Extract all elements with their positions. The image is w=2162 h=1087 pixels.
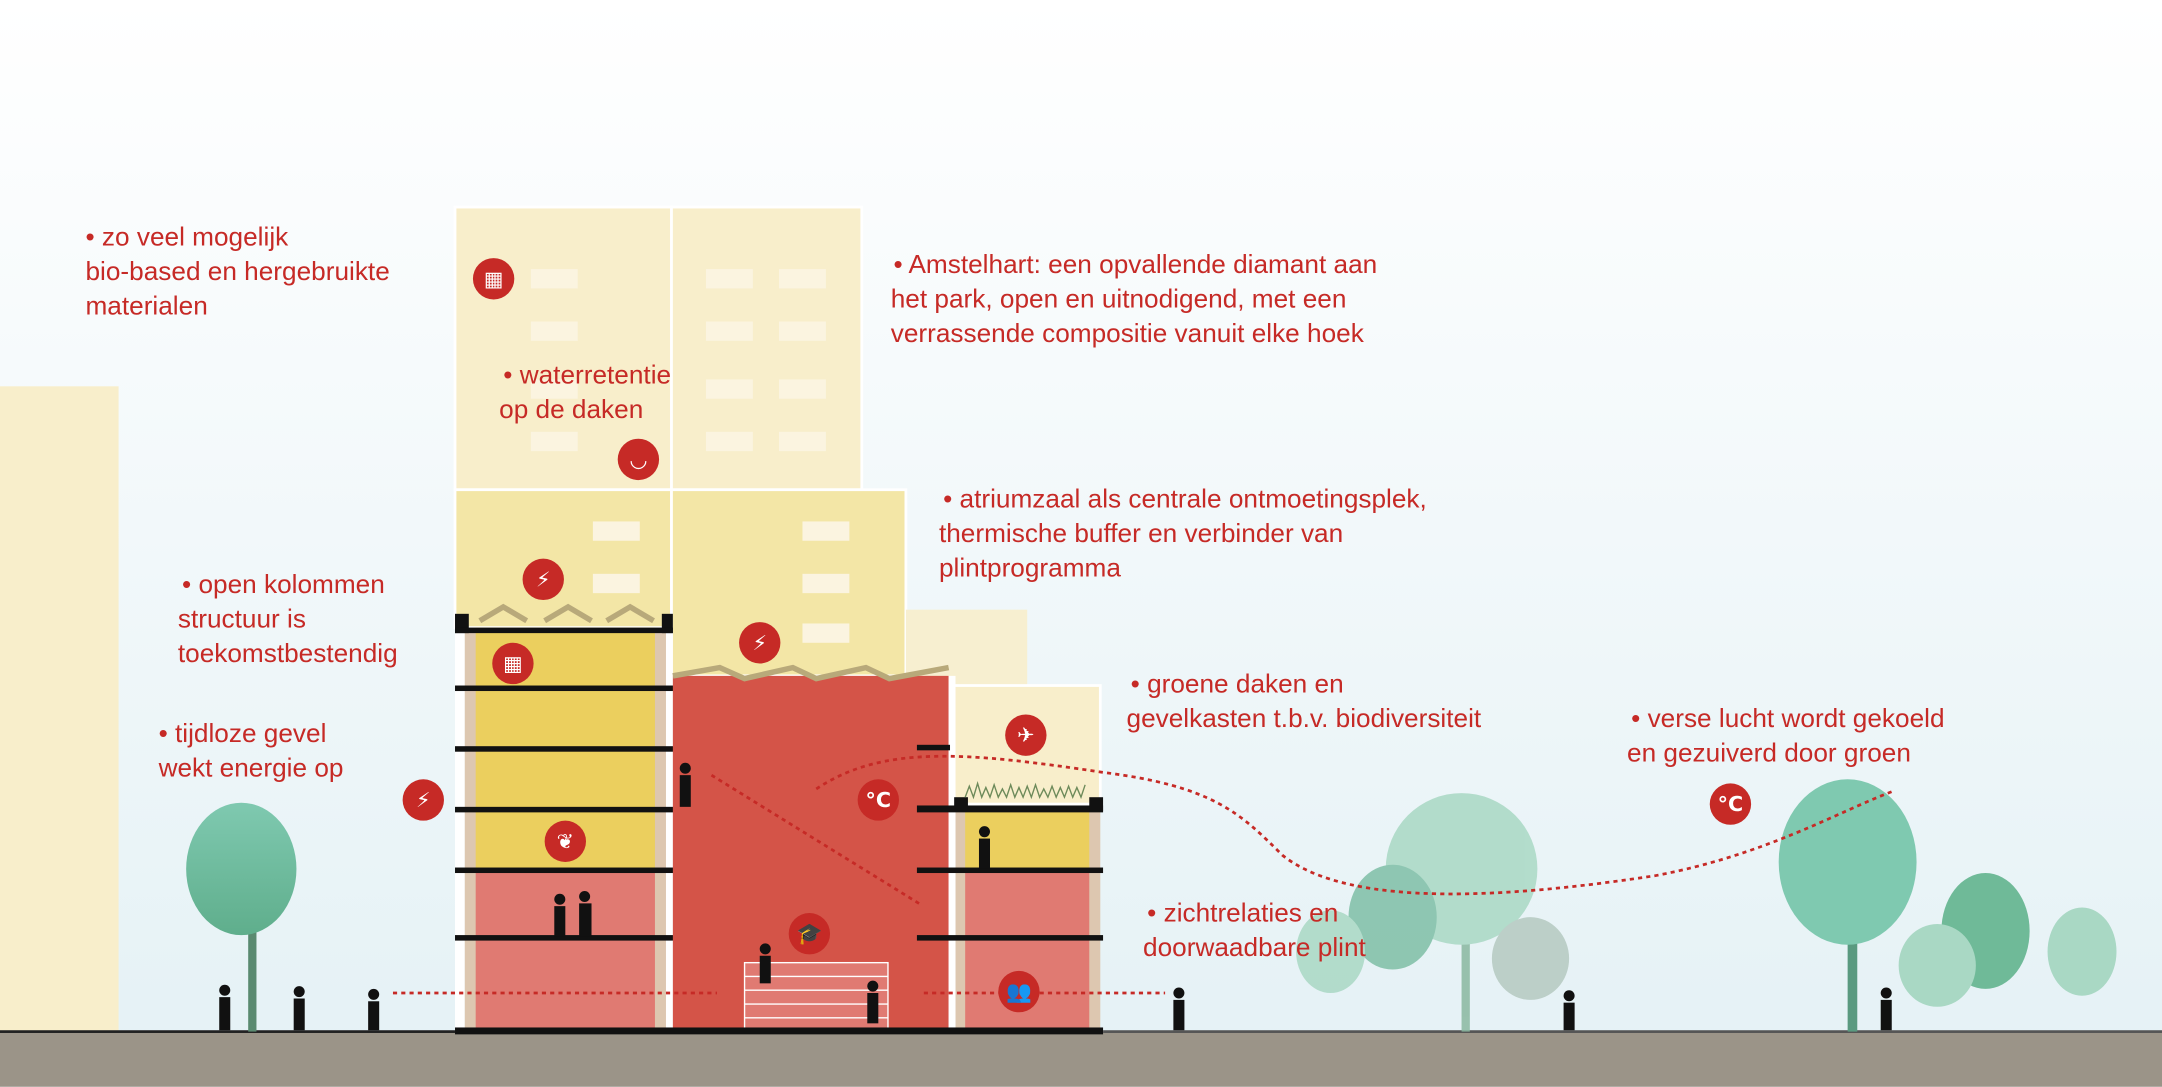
svg-text:materialen: materialen	[85, 291, 207, 321]
atrium	[672, 664, 950, 1033]
svg-text:structuur is: structuur is	[178, 604, 306, 634]
svg-text:°C: °C	[1718, 792, 1744, 816]
svg-text:°C: °C	[866, 788, 892, 812]
svg-text:• verse lucht wordt gekoeld: • verse lucht wordt gekoeld	[1631, 703, 1944, 733]
svg-text:❦: ❦	[557, 829, 574, 853]
grid-material-icon: ▦	[472, 258, 515, 300]
tree-left	[186, 802, 297, 1032]
svg-text:gevelkasten t.b.v. biodiversit: gevelkasten t.b.v. biodiversiteit	[1127, 703, 1482, 733]
grid-material-icon: ▦	[492, 642, 534, 685]
label-fresh-air: • verse lucht wordt gekoeld en gezuiverd…	[1627, 703, 1945, 767]
tree-right	[1778, 779, 2117, 1032]
svg-text:• zo veel mogelijk: • zo veel mogelijk	[85, 222, 289, 252]
svg-text:▦: ▦	[503, 651, 523, 675]
svg-text:🎓: 🎓	[796, 922, 822, 946]
svg-text:• open kolommen: • open kolommen	[182, 569, 385, 599]
upper-tower	[453, 205, 1102, 806]
people-silhouettes	[219, 762, 1892, 1031]
svg-text:• waterretentie: • waterretentie	[503, 360, 671, 390]
graduation-cap-icon: 🎓	[788, 913, 831, 955]
airflow-arrows	[392, 754, 1893, 995]
svg-text:▦: ▦	[484, 267, 504, 291]
svg-text:⚡: ⚡	[416, 788, 431, 812]
svg-text:verrassende compositie vanuit: verrassende compositie vanuit elke hoek	[891, 318, 1365, 348]
lightning-icon: ⚡	[522, 558, 564, 601]
svg-text:plintprogramma: plintprogramma	[939, 553, 1121, 583]
svg-text:thermische buffer en verbinder: thermische buffer en verbinder van	[939, 518, 1343, 548]
svg-text:op de daken: op de daken	[499, 394, 643, 424]
svg-text:• tijdloze gevel: • tijdloze gevel	[159, 718, 327, 748]
left-wing	[455, 603, 704, 1032]
label-facade: • tijdloze gevel wekt energie op	[158, 718, 344, 782]
svg-text:⚡: ⚡	[752, 631, 767, 655]
svg-text:bio-based en hergebruikte: bio-based en hergebruikte	[85, 256, 389, 286]
svg-text:◡: ◡	[630, 447, 646, 471]
svg-text:• atriumzaal als centrale ontm: • atriumzaal als centrale ontmoetingsple…	[943, 484, 1427, 514]
ground-slab	[455, 1027, 1104, 1035]
label-green-roofs: • groene daken en gevelkasten t.b.v. bio…	[1127, 668, 1482, 732]
svg-text:⚡: ⚡	[536, 567, 551, 591]
lightning-icon: ⚡	[739, 622, 781, 664]
svg-text:• groene daken en: • groene daken en	[1131, 668, 1344, 698]
leaf-icon: ❦	[544, 820, 587, 863]
svg-text:• zichtrelaties en: • zichtrelaties en	[1147, 897, 1338, 927]
people-icon: 👥	[998, 970, 1040, 1013]
label-water: • waterretentie op de daken	[499, 360, 671, 424]
bird-icon: ✈	[1005, 714, 1047, 756]
lightning-icon: ⚡	[402, 779, 444, 821]
svg-text:👥: 👥	[1006, 980, 1032, 1004]
celsius-icon: °C	[1709, 783, 1752, 825]
water-basin-icon: ◡	[617, 438, 660, 481]
svg-text:doorwaadbare plint: doorwaadbare plint	[1143, 932, 1366, 962]
svg-text:wekt energie op: wekt energie op	[158, 753, 344, 783]
svg-text:✈: ✈	[1017, 723, 1034, 747]
label-columns: • open kolommen structuur is toekomstbes…	[178, 569, 398, 668]
tree-middle	[1296, 793, 1570, 1032]
label-amstelhart: • Amstelhart: een opvallende diamant aan…	[891, 249, 1378, 348]
svg-text:toekomstbestendig: toekomstbestendig	[178, 638, 398, 668]
neighbour-building	[0, 386, 119, 1032]
svg-text:en gezuiverd door groen: en gezuiverd door groen	[1627, 737, 1911, 767]
label-materials: • zo veel mogelijk bio-based en hergebru…	[85, 222, 389, 321]
label-sightlines: • zichtrelaties en doorwaadbare plint	[1143, 897, 1366, 961]
label-atrium: • atriumzaal als centrale ontmoetingsple…	[939, 484, 1427, 583]
svg-text:• Amstelhart: een opvallende d: • Amstelhart: een opvallende diamant aan	[893, 249, 1377, 279]
svg-text:het park, open en uitnodigend,: het park, open en uitnodigend, met een	[891, 284, 1347, 314]
ground	[0, 1031, 2162, 1087]
celsius-icon: °C	[857, 779, 899, 821]
trees	[186, 779, 2117, 1032]
